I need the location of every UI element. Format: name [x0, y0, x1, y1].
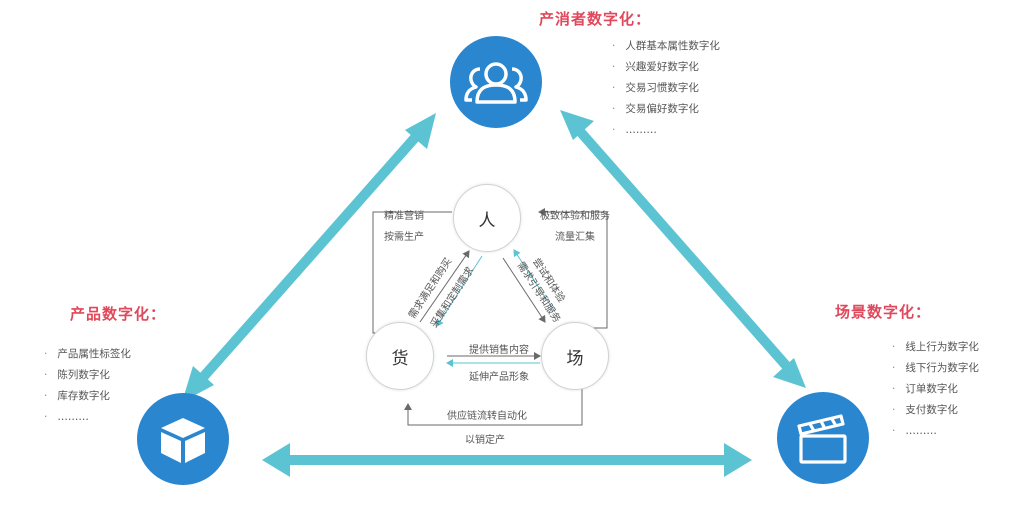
consumer-title: 产消者数字化： [539, 10, 652, 28]
list-item: ……… [612, 120, 720, 141]
big-arrow-bottom [262, 443, 752, 477]
label-extend-image: 延伸产品形象 [469, 372, 529, 383]
clapperboard-icon [797, 414, 847, 464]
product-list: 产品属性标签化 陈列数字化 库存数字化 ……… [44, 344, 131, 428]
users-icon [464, 62, 528, 104]
list-item: 兴趣爱好数字化 [612, 57, 720, 78]
list-item: 库存数字化 [44, 386, 131, 407]
list-item: 线下行为数字化 [892, 358, 979, 379]
node-place: 场 [541, 322, 609, 390]
list-item: 产品属性标签化 [44, 344, 131, 365]
scene-icon-circle [777, 392, 869, 484]
label-precise-marketing: 精准营销 [384, 211, 424, 222]
list-item: 订单数字化 [892, 379, 979, 400]
connector-place-person-up [513, 249, 556, 313]
connector-person-goods-down [436, 255, 483, 327]
connector-goods-person-up [419, 250, 470, 323]
connector-person-place-down [502, 257, 546, 323]
box-icon [161, 418, 205, 463]
big-arrow-right [560, 110, 806, 388]
product-icon-circle [137, 393, 229, 485]
label-sales-production: 以销定产 [465, 435, 505, 446]
list-item: 交易偏好数字化 [612, 99, 720, 120]
scene-title: 场景数字化： [835, 303, 932, 321]
list-item: ……… [44, 407, 131, 428]
label-on-demand-production: 按需生产 [384, 232, 424, 243]
node-goods: 货 [366, 322, 434, 390]
scene-list: 线上行为数字化 线下行为数字化 订单数字化 支付数字化 ……… [892, 337, 979, 442]
label-experience-service: 极致体验和服务 [540, 211, 610, 222]
list-item: 交易习惯数字化 [612, 78, 720, 99]
label-supply-chain-auto: 供应链流转自动化 [447, 411, 527, 422]
list-item: 陈列数字化 [44, 365, 131, 386]
list-item: 线上行为数字化 [892, 337, 979, 358]
label-traffic-gathering: 流量汇集 [555, 232, 595, 243]
list-item: ……… [892, 421, 979, 442]
consumer-list: 人群基本属性数字化 兴趣爱好数字化 交易习惯数字化 交易偏好数字化 ……… [612, 36, 720, 141]
label-provide-sales-content: 提供销售内容 [469, 345, 529, 356]
consumer-icon-circle [450, 36, 542, 128]
list-item: 人群基本属性数字化 [612, 36, 720, 57]
product-title: 产品数字化： [70, 305, 167, 323]
node-person: 人 [453, 184, 521, 252]
connector-place-goods-loop [404, 386, 583, 426]
list-item: 支付数字化 [892, 400, 979, 421]
